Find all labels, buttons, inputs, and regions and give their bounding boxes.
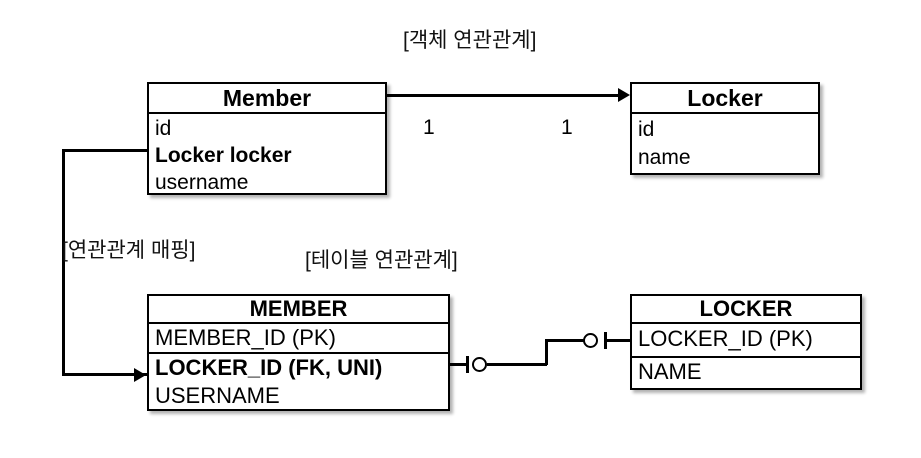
relationship-step-riser (545, 340, 548, 365)
entity-locker-field-id: id (638, 118, 655, 141)
mapping-route-arrowhead (134, 368, 146, 382)
relationship-right-stub (607, 339, 631, 342)
table-locker-column-locker-id: LOCKER_ID (PK) (638, 326, 813, 351)
entity-locker-field-name: name (638, 146, 691, 169)
entity-member-field-id: id (155, 117, 172, 140)
cardinality-source: 1 (423, 116, 435, 139)
cardinality-target: 1 (561, 116, 573, 139)
mapping-route-vertical-segment (62, 149, 65, 376)
relationship-right-tick-icon (604, 332, 607, 349)
table-member-column-member-id: MEMBER_ID (PK) (155, 325, 336, 350)
entity-box-member: Member id Locker locker username (147, 82, 387, 195)
table-locker-column-name: NAME (632, 356, 860, 386)
table-member-column-username: USERNAME (155, 383, 280, 408)
table-box-member: MEMBER MEMBER_ID (PK) LOCKER_ID (FK, UNI… (147, 294, 450, 411)
entity-locker-title: Locker (687, 85, 763, 111)
relationship-left-stub (450, 363, 468, 366)
table-member-column-locker-id: LOCKER_ID (FK, UNI) (149, 352, 448, 382)
relationship-lower-segment (487, 363, 547, 366)
mapping-route-top-segment (62, 149, 149, 152)
table-section-label: [테이블 연관관계] (305, 249, 458, 272)
table-locker-columns: LOCKER_ID (PK) NAME (632, 322, 860, 387)
object-association-arrowhead (618, 88, 630, 102)
table-member-title: MEMBER (249, 296, 348, 321)
table-member-columns: MEMBER_ID (PK) LOCKER_ID (FK, UNI) USERN… (149, 322, 448, 408)
entity-member-title: Member (222, 85, 312, 111)
entity-member-fields: id Locker locker username (149, 112, 385, 194)
table-box-locker: LOCKER LOCKER_ID (PK) NAME (630, 294, 862, 390)
entity-member-field-username: username (155, 171, 249, 194)
entity-box-locker: Locker id name (630, 82, 820, 175)
relationship-right-circle-icon (583, 333, 598, 348)
entity-locker-fields: id name (632, 112, 818, 174)
diagram-title: [객체 연관관계] (403, 29, 537, 52)
table-locker-title: LOCKER (699, 296, 793, 321)
entity-member-field-locker: Locker locker (155, 144, 292, 167)
relationship-left-circle-icon (472, 357, 487, 372)
mapping-label: [연관관계 매핑] (62, 239, 196, 262)
relationship-upper-segment (545, 339, 584, 342)
mapping-route-bottom-segment (62, 373, 148, 376)
object-association-line (387, 94, 620, 97)
